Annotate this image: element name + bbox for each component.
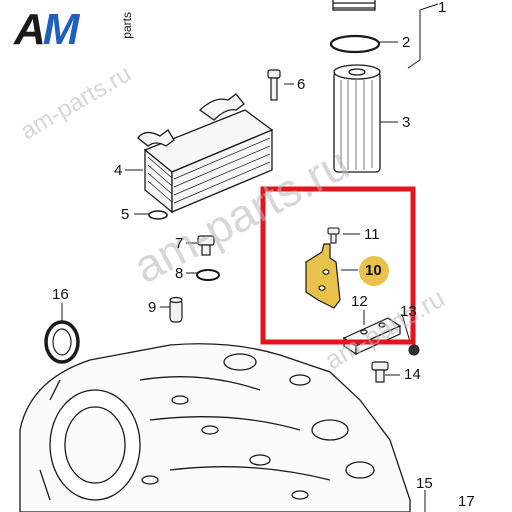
leader-lines bbox=[61, 3, 439, 512]
part-3-filter-element bbox=[333, 64, 381, 173]
callout-7: 7 bbox=[175, 235, 184, 252]
callout-2: 2 bbox=[402, 34, 411, 51]
callout-17: 17 bbox=[458, 493, 475, 510]
callout-16: 16 bbox=[52, 286, 69, 303]
callout-12: 12 bbox=[351, 293, 368, 310]
part-14-plug bbox=[371, 361, 389, 383]
brand-logo: AM bbox=[14, 5, 80, 54]
highlight-frame bbox=[260, 186, 416, 345]
callout-8: 8 bbox=[175, 265, 184, 282]
part-5-washer bbox=[148, 210, 168, 220]
part-2-o-ring bbox=[329, 34, 381, 54]
callout-10-badge bbox=[359, 256, 389, 286]
part-11-bolt bbox=[327, 227, 340, 244]
logo-letter-m: M bbox=[42, 5, 80, 54]
part-10-bracket bbox=[305, 243, 341, 309]
part-16-shaft-seal bbox=[44, 320, 80, 364]
callout-5: 5 bbox=[121, 206, 130, 223]
part-1-filter-housing bbox=[332, 0, 376, 11]
logo-parts-text: parts bbox=[120, 12, 134, 39]
callout-9: 9 bbox=[148, 299, 157, 316]
callout-11: 11 bbox=[364, 226, 380, 243]
part-6-bolt bbox=[267, 69, 281, 101]
part-4-oil-cooler bbox=[137, 93, 274, 214]
part-7-drain-plug bbox=[197, 235, 215, 256]
callout-4: 4 bbox=[114, 162, 123, 179]
callout-14: 14 bbox=[404, 366, 421, 383]
part-9-dowel-pin bbox=[169, 296, 183, 323]
callout-3: 3 bbox=[402, 114, 411, 131]
logo-letter-a: A bbox=[14, 5, 46, 54]
callout-1: 1 bbox=[438, 0, 447, 16]
callout-6: 6 bbox=[297, 76, 306, 93]
callout-10: 10 bbox=[365, 262, 382, 279]
callout-13: 13 bbox=[400, 303, 417, 320]
part-8-seal-ring bbox=[196, 269, 220, 281]
callout-15: 15 bbox=[416, 475, 433, 492]
part-13-nut bbox=[408, 344, 420, 356]
transmission-housing bbox=[19, 343, 411, 512]
